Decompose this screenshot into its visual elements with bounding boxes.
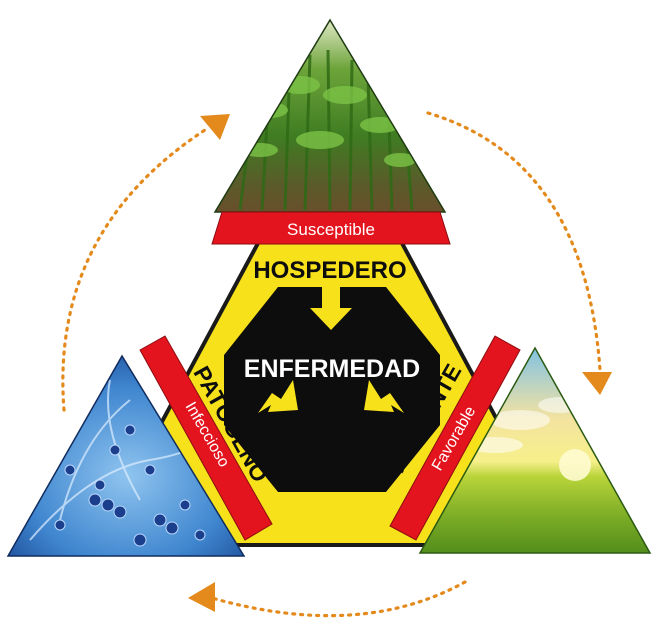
host-condition-label: Susceptible (287, 220, 375, 239)
host-image (215, 20, 445, 212)
arrowhead-right-icon (582, 372, 612, 395)
environment-condition-band (389, 335, 521, 541)
inward-arrows (258, 285, 404, 413)
pathogen-condition-band (139, 335, 273, 541)
cycle-arrow-left (61, 126, 210, 412)
cycle-arrow-bottom (210, 580, 467, 618)
arrowhead-left-icon (200, 114, 230, 140)
arrow-down-icon (310, 285, 352, 330)
cycle-arrows (61, 111, 602, 618)
arrow-from-left-icon (258, 380, 298, 413)
host-condition-band (211, 211, 451, 245)
host-label: HOSPEDERO (253, 257, 406, 284)
cycle-arrow-top-right (426, 111, 602, 372)
arrow-from-right-icon (364, 380, 404, 413)
disease-octagon (224, 287, 440, 492)
disease-label: ENFERMEDAD (244, 355, 420, 383)
arrowhead-bottom-icon (188, 582, 215, 612)
cycle-arrowheads (188, 114, 612, 612)
